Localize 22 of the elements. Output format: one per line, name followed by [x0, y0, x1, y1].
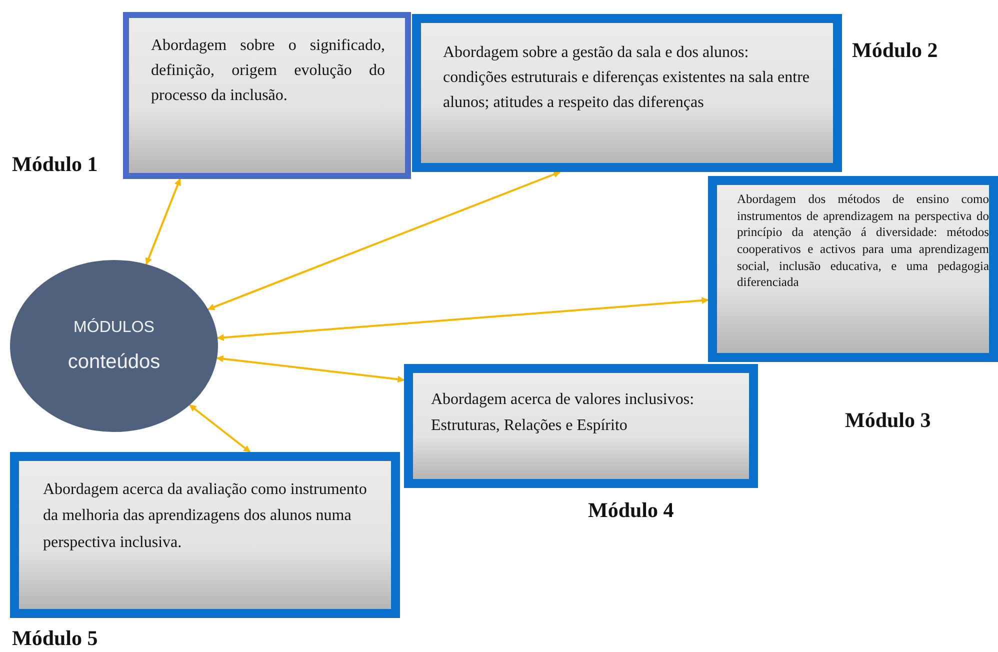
module-description: Abordagem acerca de valores inclusivos: Estruturas, Relações e Espírito: [431, 390, 696, 436]
module-box: [123, 12, 411, 179]
module-description: Abordagem sobre o significado, definição, origem evolução do processo da inclusão.: [151, 36, 385, 106]
module-title: Módulo 3: [845, 408, 931, 433]
module-box: [708, 176, 998, 362]
module-title: Módulo 1: [12, 152, 98, 177]
ellipse-label: conteúdos: [68, 350, 160, 373]
module-title: Módulo 4: [588, 498, 674, 523]
ellipse-label: MÓDULOS: [74, 319, 154, 337]
module-box: [404, 364, 758, 488]
module-box: [10, 452, 400, 618]
module-description: Abordagem dos métodos de ensino como instrumentos de aprendizagem na perspectiva do princípio da atenção á diversidade: métodos cooperativos e activos para uma aprendizagem social, inclusão educativa, e uma pedagogia diferenciada: [737, 191, 989, 291]
module-box: [412, 14, 842, 172]
double-arrow: [207, 171, 561, 310]
module-description: Abordagem acerca da avaliação como instrumento da melhoria das aprendizagens dos alunos numa perspectiva inclusiva.: [43, 480, 368, 553]
double-arrow: [189, 404, 251, 453]
double-arrow: [216, 297, 709, 341]
module-description: Abordagem sobre a gestão da sala e dos alunos: condições estruturais e diferenças existentes na sala entre alunos; atitudes a respeito das diferenças: [443, 43, 811, 113]
module-title: Módulo 2: [852, 38, 938, 63]
module-title: Módulo 5: [12, 626, 98, 651]
double-arrow: [216, 355, 405, 383]
double-arrow: [145, 178, 181, 265]
